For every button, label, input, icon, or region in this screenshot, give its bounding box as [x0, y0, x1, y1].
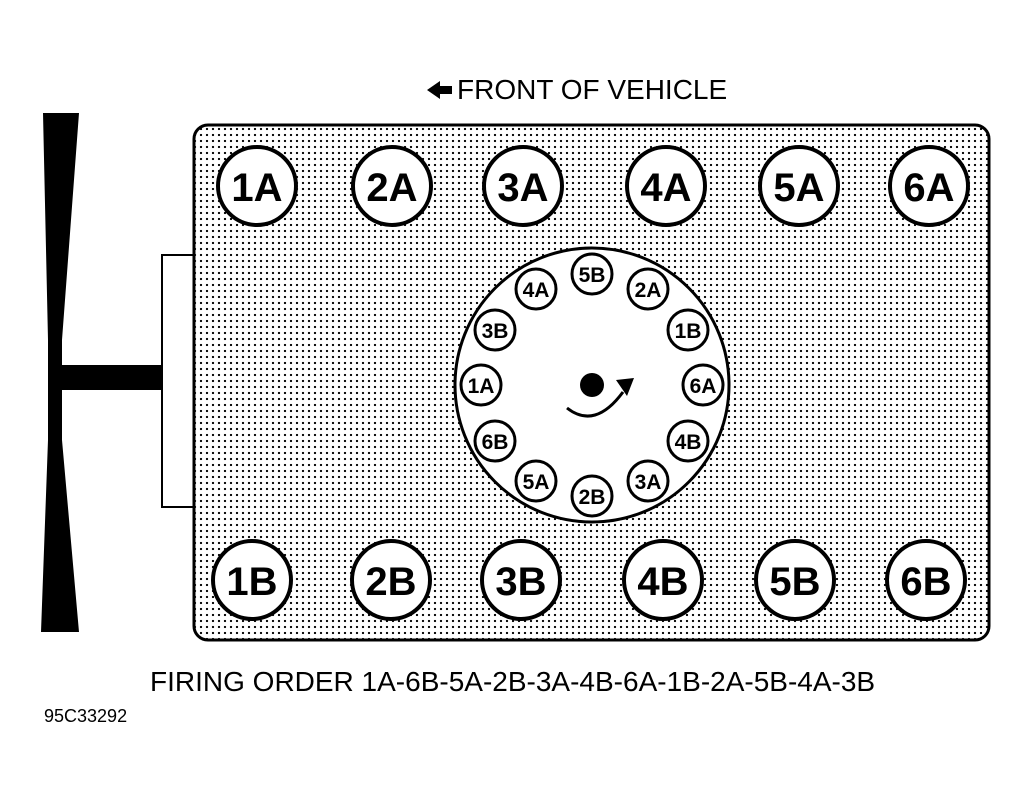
distributor-terminal-6a: 6A: [681, 363, 725, 407]
cylinder-6a: 6A: [888, 145, 970, 227]
cylinder-5b: 5B: [754, 539, 836, 621]
front-cover: [161, 254, 196, 508]
cylinder-label: 3A: [497, 166, 548, 210]
terminal-label: 1A: [468, 375, 495, 398]
cylinder-bank-a: 1A 2A 3A 4A 5A 6A: [216, 145, 970, 227]
figure-id: 95C33292: [44, 706, 127, 726]
cylinder-1b: 1B: [211, 539, 293, 621]
terminal-label: 3A: [635, 471, 662, 494]
terminal-label: 2B: [579, 486, 606, 509]
cylinder-2a: 2A: [351, 145, 433, 227]
cylinder-1a: 1A: [216, 145, 298, 227]
cylinder-label: 1B: [226, 560, 277, 604]
terminal-label: 2A: [635, 279, 662, 302]
cylinder-2b: 2B: [350, 539, 432, 621]
cylinder-label: 5B: [769, 560, 820, 604]
terminal-label: 5A: [523, 471, 550, 494]
cylinder-label: 4A: [640, 166, 691, 210]
cylinder-bank-b: 1B 2B 3B 4B 5B 6B: [211, 539, 967, 621]
distributor-terminal-2b: 2B: [570, 474, 614, 518]
cylinder-4a: 4A: [625, 145, 707, 227]
front-indicator: FRONT OF VEHICLE: [427, 74, 727, 105]
distributor-terminal-3b: 3B: [473, 308, 517, 352]
terminal-label: 6B: [482, 431, 509, 454]
terminal-label: 5B: [579, 264, 606, 287]
distributor-terminal-6b: 6B: [473, 419, 517, 463]
left-arrow-icon: [427, 81, 452, 99]
cylinder-label: 1A: [231, 166, 282, 210]
distributor-terminal-1b: 1B: [666, 308, 710, 352]
cylinder-label: 6A: [903, 166, 954, 210]
cylinder-6b: 6B: [885, 539, 967, 621]
front-of-vehicle-label: FRONT OF VEHICLE: [457, 74, 727, 105]
rotation-arrow-icon: [566, 391, 625, 418]
cylinder-3a: 3A: [482, 145, 564, 227]
terminal-label: 3B: [482, 320, 509, 343]
cylinder-label: 2A: [366, 166, 417, 210]
cylinder-label: 3B: [495, 560, 546, 604]
rotor-shaft: [580, 373, 604, 397]
fan-hub-shaft: [55, 365, 165, 390]
distributor-terminal-5a: 5A: [514, 459, 558, 503]
cooling-fan: [41, 113, 165, 632]
terminal-label: 4A: [523, 279, 550, 302]
cylinder-label: 6B: [900, 560, 951, 604]
terminal-label: 6A: [690, 375, 717, 398]
cylinder-label: 5A: [773, 166, 824, 210]
distributor-terminal-4b: 4B: [666, 419, 710, 463]
cylinder-label: 4B: [637, 560, 688, 604]
cylinder-4b: 4B: [622, 539, 704, 621]
cylinder-label: 2B: [365, 560, 416, 604]
distributor-terminal-4a: 4A: [514, 267, 558, 311]
cylinder-5a: 5A: [758, 145, 840, 227]
distributor-terminal-1a: 1A: [459, 363, 503, 407]
terminal-label: 1B: [675, 320, 702, 343]
distributor-terminal-2a: 2A: [626, 267, 670, 311]
distributor-terminal-3a: 3A: [626, 459, 670, 503]
terminal-label: 4B: [675, 431, 702, 454]
firing-order-text: FIRING ORDER 1A-6B-5A-2B-3A-4B-6A-1B-2A-…: [150, 666, 875, 697]
distributor-cap: 5B 2A 1B 6A 4B 3A 2B 5A: [453, 246, 731, 524]
cylinder-3b: 3B: [480, 539, 562, 621]
distributor-terminal-5b: 5B: [570, 252, 614, 296]
rotation-arrowhead: [616, 378, 634, 396]
